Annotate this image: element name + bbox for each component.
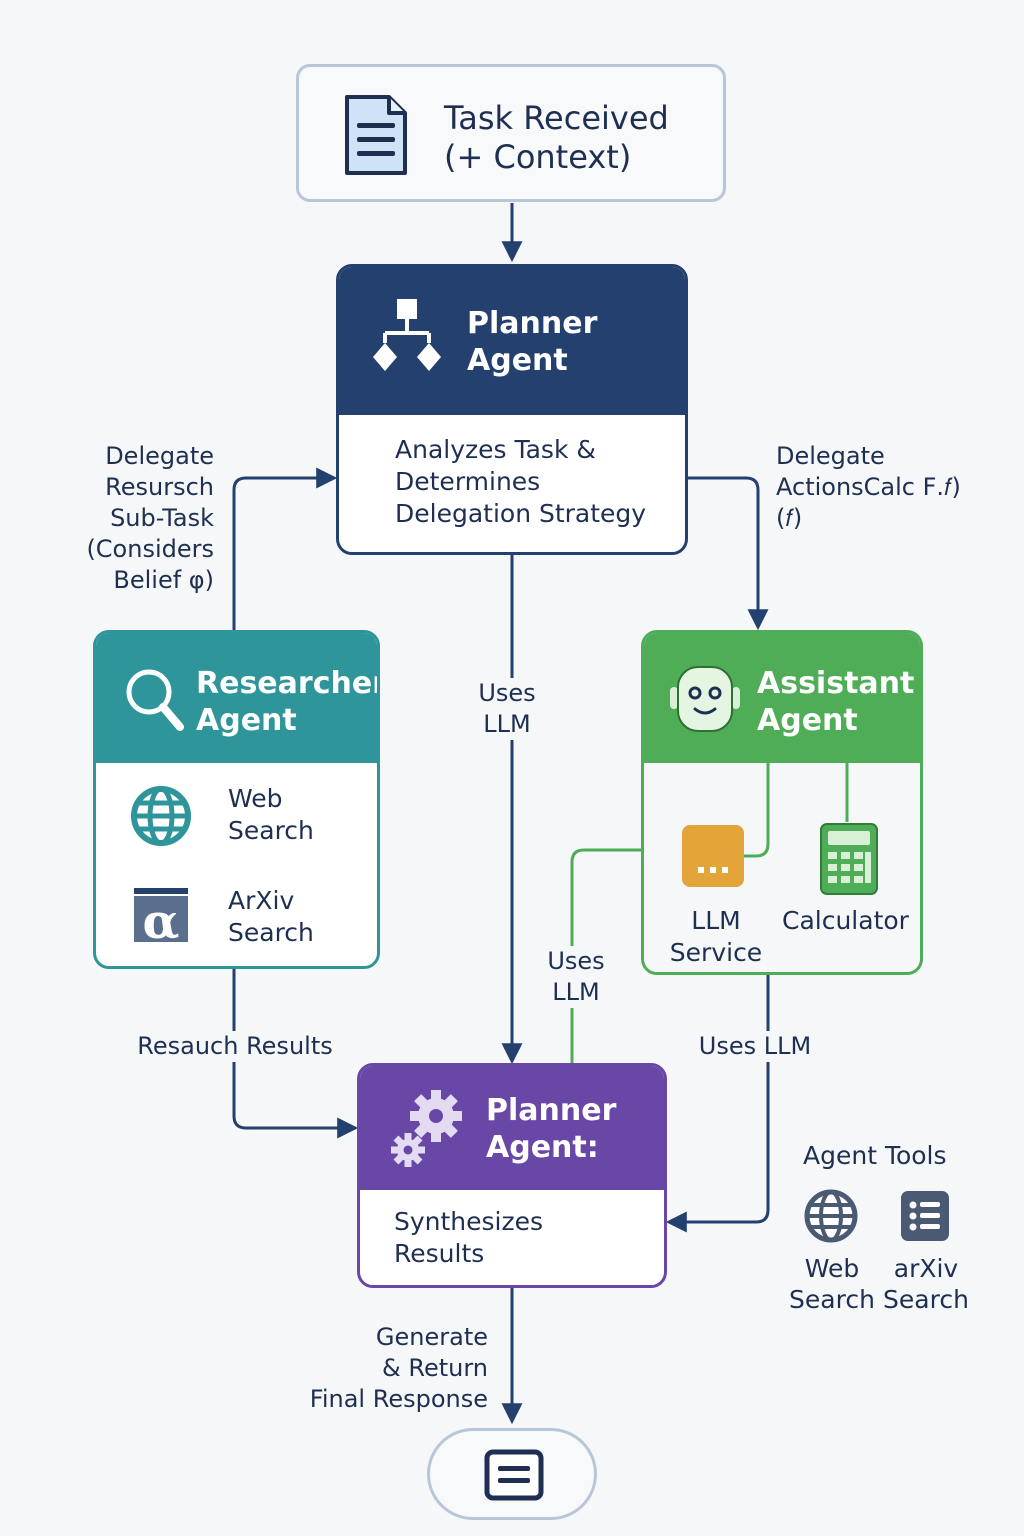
hierarchy-icon — [373, 299, 441, 371]
assistant-agent-title: Assistant Agent — [757, 666, 915, 738]
task-received-text: Task Received (+ Context) — [444, 99, 669, 176]
synthesizer-agent-header: Planner Agent: — [360, 1066, 664, 1190]
label-generate-final: Generate & Return Final Response — [309, 1323, 488, 1413]
label-uses-llm-green: Uses LLM — [541, 946, 611, 1008]
list-icon — [901, 1191, 949, 1241]
planner-agent-box: Planner Agent Analyzes Task & Determines… — [336, 264, 688, 555]
researcher-agent-title: Researcher Agent — [196, 666, 380, 738]
planner-agent-title: Planner Agent — [467, 306, 598, 378]
wire-synth-to-assistant — [570, 848, 641, 1063]
assistant-agent-box: Assistant Agent LLM Service Calculator — [641, 630, 923, 975]
researcher-agent-box: Researcher Agent Web Search α ArXiv Sear… — [93, 630, 380, 969]
arrow-assistant-to-synth — [665, 975, 770, 1233]
globe-icon — [131, 786, 191, 846]
arrow-researcher-to-synth — [232, 968, 359, 1139]
researcher-agent-header: Researcher Agent — [96, 633, 377, 763]
agent-tools-web-search: Web Search — [789, 1254, 875, 1314]
planner-agent-header: Planner Agent — [339, 267, 685, 415]
document-icon — [484, 1449, 544, 1501]
label-uses-llm-right: Uses LLM — [690, 1031, 820, 1062]
synthesizer-agent-description: Synthesizes Results — [394, 1207, 544, 1268]
planner-agent-description: Analyzes Task & Determines Delegation St… — [395, 435, 647, 528]
label-uses-llm-center: Uses LLM — [472, 678, 542, 740]
synthesizer-agent-title: Planner Agent: — [486, 1093, 617, 1165]
robot-icon — [670, 666, 740, 732]
label-delegate-actions: Delegate ActionsCalc Ϝ.𝑓) (𝑓) — [776, 442, 961, 532]
svg-text:α: α — [143, 894, 180, 944]
gears-icon — [391, 1090, 462, 1167]
globe-icon — [804, 1189, 858, 1243]
wire-llm-service — [742, 762, 770, 858]
agent-tools-arxiv-search: arXiv Search — [883, 1254, 969, 1314]
synthesizer-agent-box: Planner Agent: Synthesizes Results — [357, 1063, 667, 1288]
magnifier-icon — [126, 669, 184, 731]
label-delegate-research: Delegate Resursch Sub-Task (Considers Be… — [86, 442, 214, 594]
label-research-results: Resauch Results — [130, 1031, 340, 1062]
researcher-tool-web-search: Web Search — [228, 784, 314, 845]
arrow-researcher-to-planner — [232, 467, 338, 630]
calculator-icon — [820, 823, 878, 895]
chip-icon — [682, 825, 744, 887]
agent-tools-title: Agent Tools — [803, 1141, 947, 1170]
final-response-node — [427, 1428, 597, 1520]
arrow-planner-to-assistant — [688, 476, 769, 631]
arxiv-icon: α — [134, 888, 188, 944]
researcher-tool-arxiv-search: ArXiv Search — [228, 886, 314, 947]
document-icon — [345, 95, 407, 175]
task-received-box: Task Received (+ Context) — [296, 64, 726, 202]
assistant-tool-calculator: Calculator — [782, 906, 909, 935]
assistant-tool-llm-service: LLM Service — [669, 906, 763, 967]
assistant-agent-header: Assistant Agent — [644, 633, 920, 763]
